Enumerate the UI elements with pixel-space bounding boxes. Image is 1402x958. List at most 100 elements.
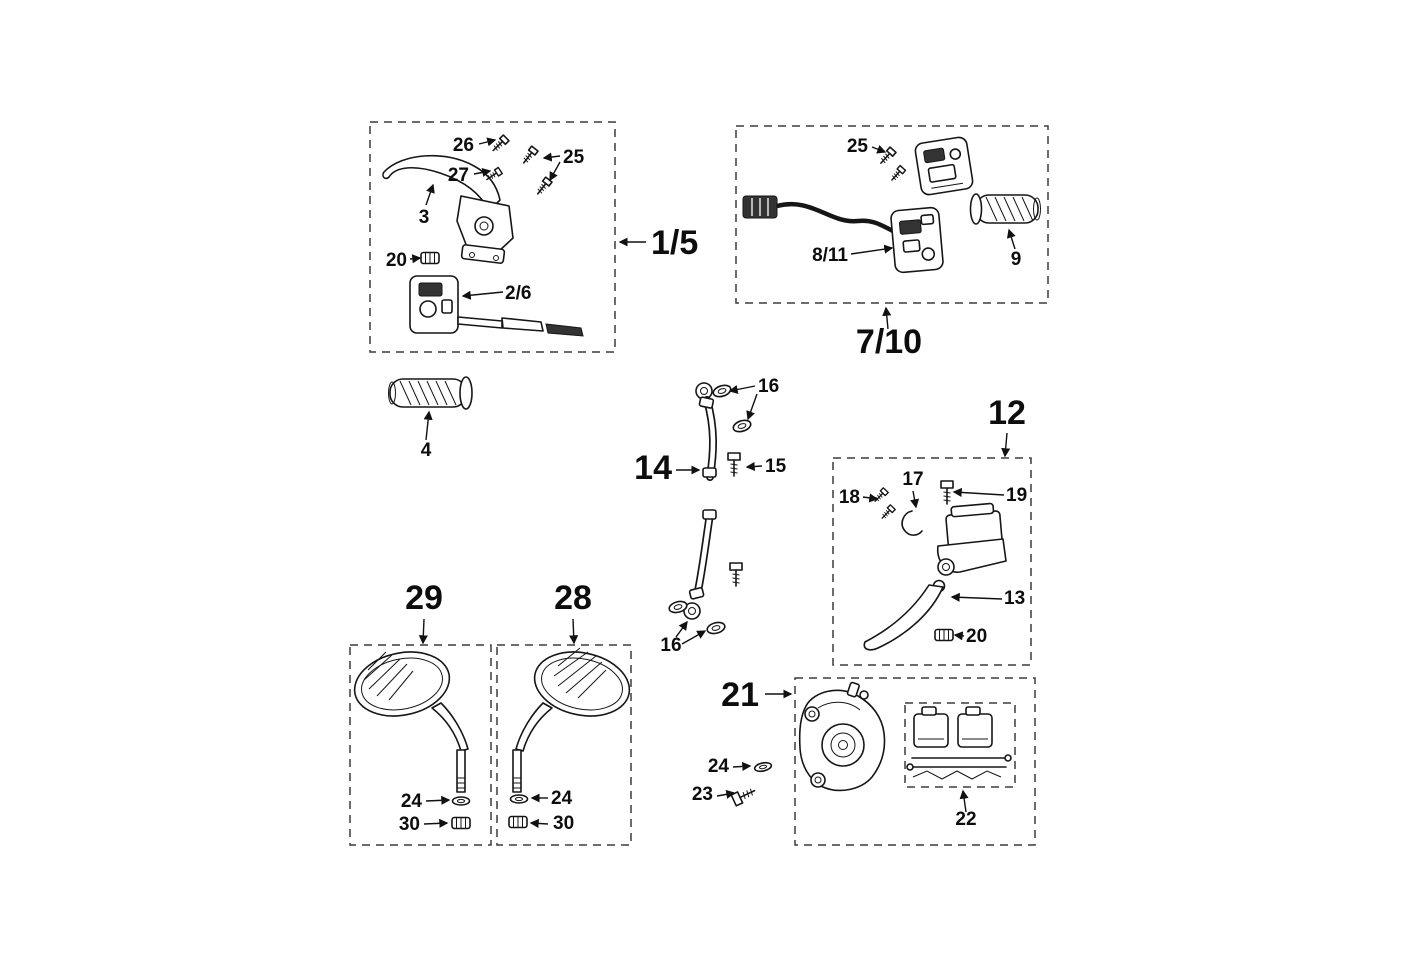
part-label-2-6: 2/6 — [505, 283, 531, 304]
adjuster-20 — [420, 251, 440, 265]
group-label-21: 21 — [721, 676, 759, 714]
part-label-18: 18 — [839, 487, 860, 508]
screw-25a — [519, 145, 539, 167]
leader-line — [882, 306, 892, 330]
front-master-cylinder-12 — [863, 480, 1007, 651]
leader-line — [728, 385, 756, 394]
screw-18a — [872, 487, 889, 505]
adjuster-20b — [934, 628, 954, 642]
group-box-7-10 — [735, 125, 1049, 304]
mirror-28 — [508, 647, 631, 829]
leader-line — [542, 152, 561, 162]
leader-line — [529, 818, 549, 828]
switch-housing-2-6 — [409, 275, 584, 337]
nut-30b — [508, 815, 528, 829]
mirror-stem — [431, 702, 469, 752]
brake-hose-14 — [667, 382, 753, 637]
group-label-29: 29 — [405, 579, 443, 617]
mirror-glass-hatching — [363, 651, 414, 701]
group-labels: 1/5 7/10 14 12 21 29 28 — [405, 224, 1026, 714]
leader-line — [423, 410, 433, 441]
brake-caliper-21 — [730, 681, 1012, 807]
leader-line — [549, 161, 561, 182]
group-boxes — [349, 121, 1049, 846]
part-label-30b: 30 — [553, 813, 574, 834]
leader-line — [423, 818, 449, 828]
nut-30a — [451, 816, 471, 830]
group-label-1-5: 1/5 — [651, 224, 698, 262]
handlebar-grip-4 — [388, 376, 473, 410]
brake-lever-13 — [863, 584, 944, 651]
part-label-26: 26 — [453, 135, 474, 156]
screw-18b — [879, 504, 896, 522]
leader-line — [473, 167, 492, 177]
part-label-4: 4 — [421, 440, 432, 461]
leader-line — [952, 487, 1005, 498]
leader-line — [1006, 228, 1016, 250]
part-label-23: 23 — [692, 784, 713, 805]
group-box-12 — [832, 457, 1032, 666]
throttle-grip-9 — [969, 193, 1041, 225]
leader-line — [953, 631, 965, 641]
leader-line — [461, 290, 504, 300]
brake-lever-3 — [382, 154, 501, 212]
leader-line — [732, 761, 752, 771]
part-label-17: 17 — [902, 469, 923, 490]
screw-25b — [533, 176, 553, 198]
wiring-harness-connector — [742, 195, 896, 235]
part-label-16-bottom: 16 — [660, 635, 681, 656]
part-labels: 26 27 25 3 20 2/6 25 8/11 9 4 16 15 16 1… — [386, 135, 1027, 835]
mirror-29 — [353, 651, 471, 830]
group-label-14: 14 — [634, 449, 672, 487]
part-label-8-11: 8/11 — [812, 245, 848, 266]
banjo-fitting-lower — [683, 602, 701, 620]
mirror-head — [533, 651, 631, 717]
part-label-20: 20 — [386, 250, 407, 271]
screw-25d — [888, 164, 907, 184]
part-label-25b: 25 — [847, 136, 869, 157]
leader-line — [418, 618, 428, 645]
part-label-9: 9 — [1011, 249, 1022, 270]
leader-line — [746, 393, 758, 421]
brake-lever-assembly-1-5 — [382, 134, 584, 337]
bolt-19 — [940, 480, 954, 505]
leader-line — [910, 490, 920, 509]
switch-unit-8-11 — [890, 206, 944, 274]
washer-24b — [451, 796, 471, 806]
part-label-13: 13 — [1004, 588, 1025, 609]
part-label-24c: 24 — [551, 788, 573, 809]
leader-line — [745, 461, 763, 472]
part-label-19: 19 — [1006, 485, 1027, 506]
upper-switch-unit — [914, 136, 974, 196]
leader-line — [1001, 432, 1011, 458]
leader-line — [959, 789, 969, 813]
part-label-20b: 20 — [966, 626, 987, 647]
group-box-28 — [496, 644, 632, 846]
leader-line — [862, 493, 879, 503]
part-label-30a: 30 — [399, 814, 420, 835]
group-label-12: 12 — [988, 394, 1026, 432]
part-label-25: 25 — [563, 147, 585, 168]
part-label-24a: 24 — [708, 756, 730, 777]
washer-16d — [705, 619, 727, 637]
washer-24a — [753, 760, 773, 774]
leader-line — [850, 244, 894, 255]
leader-line — [871, 144, 887, 154]
group-box-29 — [349, 644, 492, 846]
leader-line — [425, 795, 451, 805]
mirror-stem — [515, 702, 553, 752]
part-label-27: 27 — [448, 165, 469, 186]
washer-24c — [509, 794, 529, 804]
leader-lines — [409, 137, 1016, 828]
washer-16b — [731, 417, 753, 435]
banjo-bolt-15 — [727, 452, 741, 477]
part-label-16-top: 16 — [758, 376, 779, 397]
leader-line — [569, 618, 579, 645]
washer-16a — [711, 382, 733, 400]
part-label-22: 22 — [955, 809, 976, 830]
banjo-bolt-lower — [729, 562, 743, 587]
leader-line — [681, 630, 707, 645]
part-label-24b: 24 — [401, 791, 423, 812]
